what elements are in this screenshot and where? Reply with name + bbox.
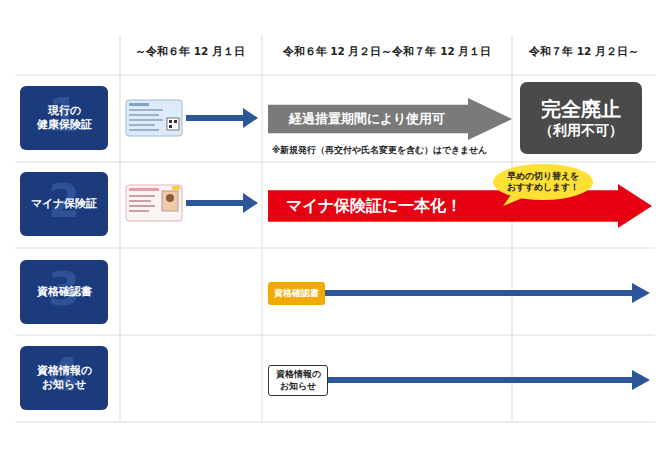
node-text: 完全廃止	[541, 97, 621, 122]
row-heading: 4資格情報の お知らせ	[20, 346, 108, 410]
period-header: ～令和６年 12 月１日	[135, 45, 245, 59]
insurance-card	[126, 100, 182, 136]
bubble-body	[493, 164, 593, 200]
node-text: 資格確認書	[274, 288, 319, 300]
certificate-box: 資格確認書	[268, 282, 325, 305]
row-heading: 3資格確認書	[20, 260, 108, 324]
row-title: 資格確認書	[37, 285, 92, 299]
unification-arrow: マイナ保険証に一本化！	[268, 184, 652, 228]
row-title: 現行の 健康保険証	[24, 104, 104, 133]
recommend-bubble: 早めの切り替えを おすすめします！	[493, 164, 593, 200]
node-text: 早めの切り替えを おすすめします！	[497, 171, 589, 193]
row-title: マイナ保険証	[31, 197, 97, 211]
node-text: マイナ保険証に一本化！	[286, 196, 462, 217]
node-text: 資格情報の お知らせ	[273, 369, 323, 391]
row-title: 資格情報の お知らせ	[24, 364, 104, 393]
node-text: （利用不可）	[539, 122, 623, 140]
period-header: 令和７年 12 月２日～	[529, 45, 639, 59]
row-heading: 2マイナ保険証	[20, 172, 108, 236]
arrow-body	[268, 184, 652, 228]
notice-box: 資格情報の お知らせ	[268, 365, 328, 396]
transition-arrow: 経過措置期間により使用可	[268, 98, 512, 140]
period-header: 令和６年 12 月２日～令和７年 12 月１日	[283, 45, 492, 59]
arrow-body	[268, 98, 512, 140]
abolished-box: 完全廃止（利用不可）	[520, 82, 642, 154]
row-heading: 1現行の 健康保険証	[20, 86, 108, 150]
grid-lines	[15, 35, 655, 422]
my-number-card	[126, 185, 182, 221]
node-text: 経過措置期間により使用可	[289, 111, 445, 128]
note-text: ※新規発行（再交付や氏名変更を含む）はできません	[272, 145, 487, 157]
